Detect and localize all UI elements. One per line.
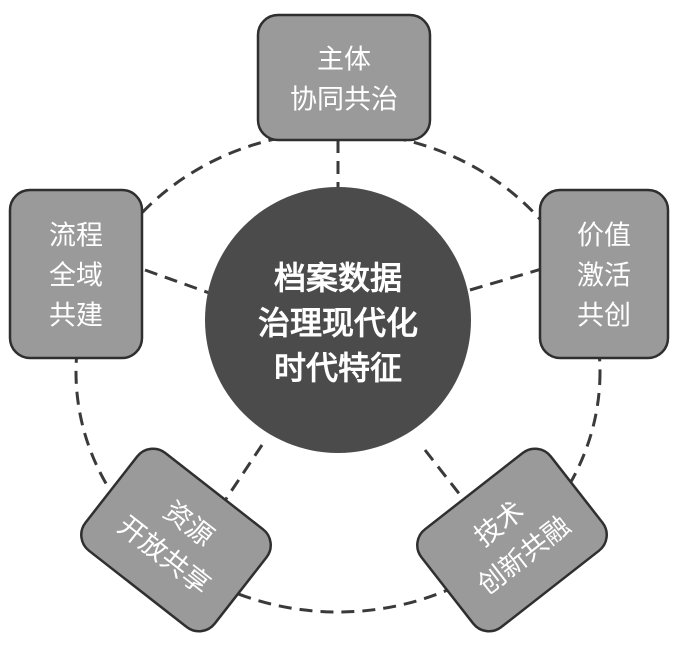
spoke-resource <box>220 444 264 506</box>
node-subject: 主体 协同共治 <box>256 13 432 142</box>
node-process-box <box>8 188 144 360</box>
node-resource-box <box>80 447 272 633</box>
node-process: 流程 全域 共建 <box>8 188 144 360</box>
center-line-2: 治理现代化 <box>258 304 418 342</box>
node-tech: 技术 创新共融 <box>416 447 608 633</box>
spoke-tech <box>423 449 470 506</box>
center-line-3: 时代特征 <box>274 349 402 387</box>
node-resource: 资源 开放共享 <box>80 447 272 633</box>
node-value-line-2: 激活 <box>577 261 631 292</box>
node-process-line-2: 全域 <box>49 261 103 292</box>
node-subject-box <box>256 13 432 142</box>
node-value-box <box>538 188 670 360</box>
node-value: 价值 激活 共创 <box>538 188 670 360</box>
spoke-process <box>144 268 216 297</box>
center-line-1: 档案数据 <box>274 259 402 297</box>
node-value-line-1: 价值 <box>577 221 631 252</box>
node-subject-line-1: 主体 <box>317 45 371 76</box>
node-process-line-1: 流程 <box>49 221 103 252</box>
node-tech-box <box>416 447 608 633</box>
center-circle <box>205 187 471 453</box>
node-subject-line-2: 协同共治 <box>290 85 398 116</box>
node-value-line-3: 共创 <box>577 301 631 332</box>
node-process-line-3: 共建 <box>49 301 103 332</box>
spoke-value <box>469 266 546 292</box>
